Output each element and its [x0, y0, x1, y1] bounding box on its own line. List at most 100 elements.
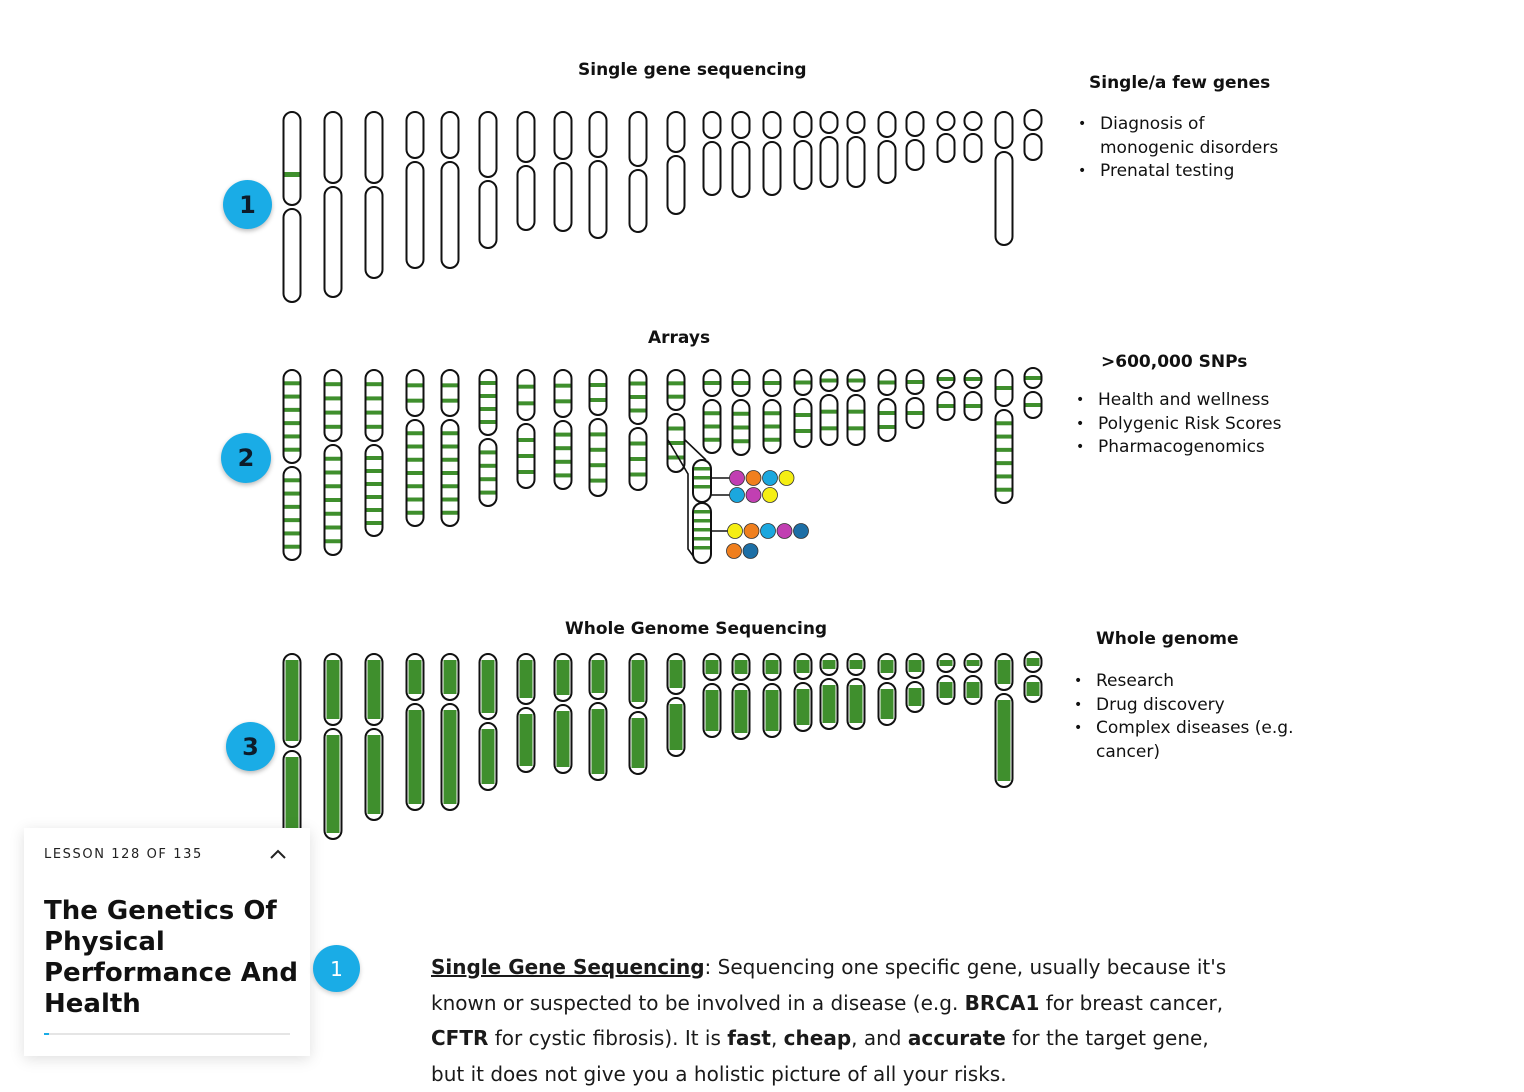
chromosome: [364, 653, 384, 821]
chromosome: [994, 369, 1014, 504]
p-arm: [702, 653, 722, 681]
chromosome: [702, 111, 722, 196]
snp-band: [442, 510, 458, 515]
snp-band: [442, 383, 458, 388]
q-arm: [666, 155, 686, 215]
q-arm: [793, 140, 813, 190]
lesson-progress-bar: [44, 1033, 290, 1035]
chromosome: [877, 653, 897, 726]
snp-array-detail: [667, 439, 809, 564]
p-arm: [877, 111, 897, 138]
genome-coverage: [1026, 658, 1040, 666]
chromosome: [516, 653, 536, 773]
genome-coverage: [849, 660, 863, 669]
genome-coverage: [556, 660, 570, 695]
chromosome: [905, 369, 925, 429]
q-arm: [936, 133, 956, 163]
panel-3-karyotype: [282, 651, 1043, 845]
snp-band: [555, 459, 571, 464]
genome-coverage: [880, 689, 894, 719]
snp-band: [442, 457, 458, 462]
genome-coverage: [765, 690, 779, 731]
snp-band: [518, 454, 534, 458]
genome-coverage: [556, 711, 570, 767]
snp-genotype-dot: [760, 523, 776, 539]
snp-band: [555, 383, 571, 388]
p-arm: [516, 111, 536, 163]
p-arm: [994, 653, 1014, 691]
snp-band: [442, 471, 458, 475]
panel-3-side-title: Whole genome: [1096, 629, 1239, 649]
q-arm: [588, 418, 608, 497]
q-arm: [478, 438, 498, 507]
p-arm: [478, 653, 498, 720]
panel-3-use-list: Research Drug discovery Complex diseases…: [1072, 670, 1302, 764]
p-arm: [793, 111, 813, 138]
q-arm: [994, 151, 1014, 246]
q-arm: [731, 141, 751, 198]
snp-band: [694, 546, 710, 550]
panel-1-karyotype: [282, 109, 1043, 303]
chromosome: [793, 653, 813, 732]
chromosome: [323, 653, 343, 840]
chromosome: [731, 111, 751, 198]
q-arm: [440, 703, 460, 811]
snp-band: [668, 441, 684, 445]
p-arm: [364, 369, 384, 442]
snp-band: [325, 456, 341, 461]
p-arm: [936, 369, 956, 389]
snp-genotype-dot: [778, 470, 795, 486]
snp-band: [733, 411, 749, 416]
snp-band: [284, 381, 300, 386]
genome-coverage: [822, 660, 836, 669]
p-arm: [282, 111, 302, 206]
snp-band: [965, 377, 981, 381]
snp-band: [407, 471, 423, 475]
p-arm: [1023, 651, 1043, 673]
q-arm: [936, 675, 956, 705]
q-arm: [877, 398, 897, 442]
snp-band: [442, 484, 458, 489]
genome-coverage: [908, 688, 922, 706]
snp-band: [366, 482, 382, 486]
chromosome: [282, 653, 302, 845]
q-arm: [282, 466, 302, 561]
genome-coverage: [939, 682, 953, 698]
lesson-title: The Genetics Of Physical Performance And…: [44, 896, 298, 1019]
chevron-up-icon[interactable]: [269, 848, 287, 860]
snp-band: [733, 439, 749, 444]
p-arm: [731, 111, 751, 139]
snp-band: [694, 528, 710, 532]
p-arm: [628, 111, 648, 167]
genome-coverage: [705, 690, 719, 731]
chromosome: [516, 369, 536, 489]
p-arm: [877, 369, 897, 396]
chromosome: [819, 369, 839, 446]
q-arm: [553, 704, 573, 774]
p-arm: [762, 369, 782, 397]
chromosome: [364, 369, 384, 537]
gene-name: CFTR: [431, 1026, 489, 1050]
snp-band: [366, 382, 382, 387]
q-arm: [553, 162, 573, 232]
use-item: Diagnosis of monogenic disorders: [1076, 113, 1291, 160]
chromosome: [793, 111, 813, 190]
q-arm: [588, 160, 608, 239]
q-arm: [994, 693, 1014, 788]
chromosome: [905, 111, 925, 171]
snp-band: [442, 431, 458, 436]
snp-band: [325, 382, 341, 387]
snp-band: [284, 544, 300, 549]
snp-band: [366, 469, 382, 473]
genome-coverage: [481, 729, 495, 784]
snp-band: [325, 424, 341, 429]
p-arm: [702, 111, 722, 139]
term-link[interactable]: Single Gene Sequencing: [431, 955, 705, 979]
genome-coverage: [734, 660, 748, 674]
snp-band: [518, 401, 534, 406]
genome-coverage: [591, 709, 605, 774]
panel-2-karyotype: [282, 367, 1043, 561]
p-arm: [762, 111, 782, 139]
snp-band: [694, 467, 710, 471]
p-arm: [588, 111, 608, 158]
